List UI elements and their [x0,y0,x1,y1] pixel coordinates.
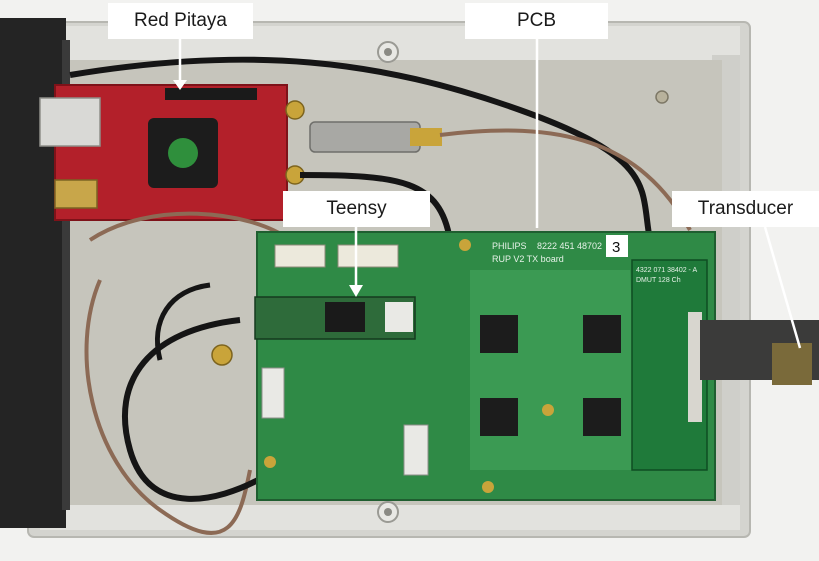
teensy-module [385,302,413,332]
connector-label: DMUT 128 Ch [636,277,681,284]
transducer-label: Transducer [672,191,819,227]
pcb-board-name: RUP V2 TX board [492,254,564,264]
standoff-top-hole [384,48,392,56]
chip-3 [480,398,518,436]
pcb-part-number: 8222 451 48702 [537,241,602,251]
screw-right [655,90,669,104]
ribbon-header-1 [274,244,326,268]
cable-brown-left [84,211,292,535]
pcb-hole-br [482,481,494,493]
pcb-index-box [606,235,628,257]
chip-1 [480,315,518,353]
white-connector [261,367,285,419]
red-pitaya-label: Red Pitaya [108,3,253,39]
pcb-board-index: 3 [612,239,620,256]
chip-2 [583,315,621,353]
pointer-teensy-head [349,285,363,297]
ribbon-header-2 [337,244,399,268]
dip-switch [403,424,429,476]
left-panel-edge [62,40,70,510]
pcb-hole-bl [264,456,276,468]
pcb-ground-area [470,270,640,470]
transducer-slot [688,312,702,422]
cable-brown-top [439,128,692,231]
pcb-label: PCB [465,3,608,39]
transducer-head [772,343,812,385]
cable-black-left-2 [154,282,211,361]
cable-black-left [122,317,260,502]
bnc-adapter [309,121,421,153]
teensy-chip [325,302,365,332]
fan-hub [168,138,198,168]
pcb-brand: PHILIPS [492,241,527,251]
sma-connector-1 [285,100,305,120]
pcb-hole-tr [459,239,471,251]
pcb-center-hole [542,404,554,416]
pointer-red-pitaya-head [173,80,187,90]
pointer-transducer [763,226,802,349]
cable-black-mid [299,172,453,241]
usb-port [54,179,98,209]
sma-pcb [211,344,233,366]
chip-4 [583,398,621,436]
connector-code: 4322 071 38402 - A [636,267,697,274]
cable-black-top [69,56,653,241]
header-pins [165,88,257,100]
bnc-adapter-gold [410,128,442,146]
ethernet-port [39,97,101,147]
teensy-label: Teensy [283,191,430,227]
standoff-bottom-hole [384,508,392,516]
